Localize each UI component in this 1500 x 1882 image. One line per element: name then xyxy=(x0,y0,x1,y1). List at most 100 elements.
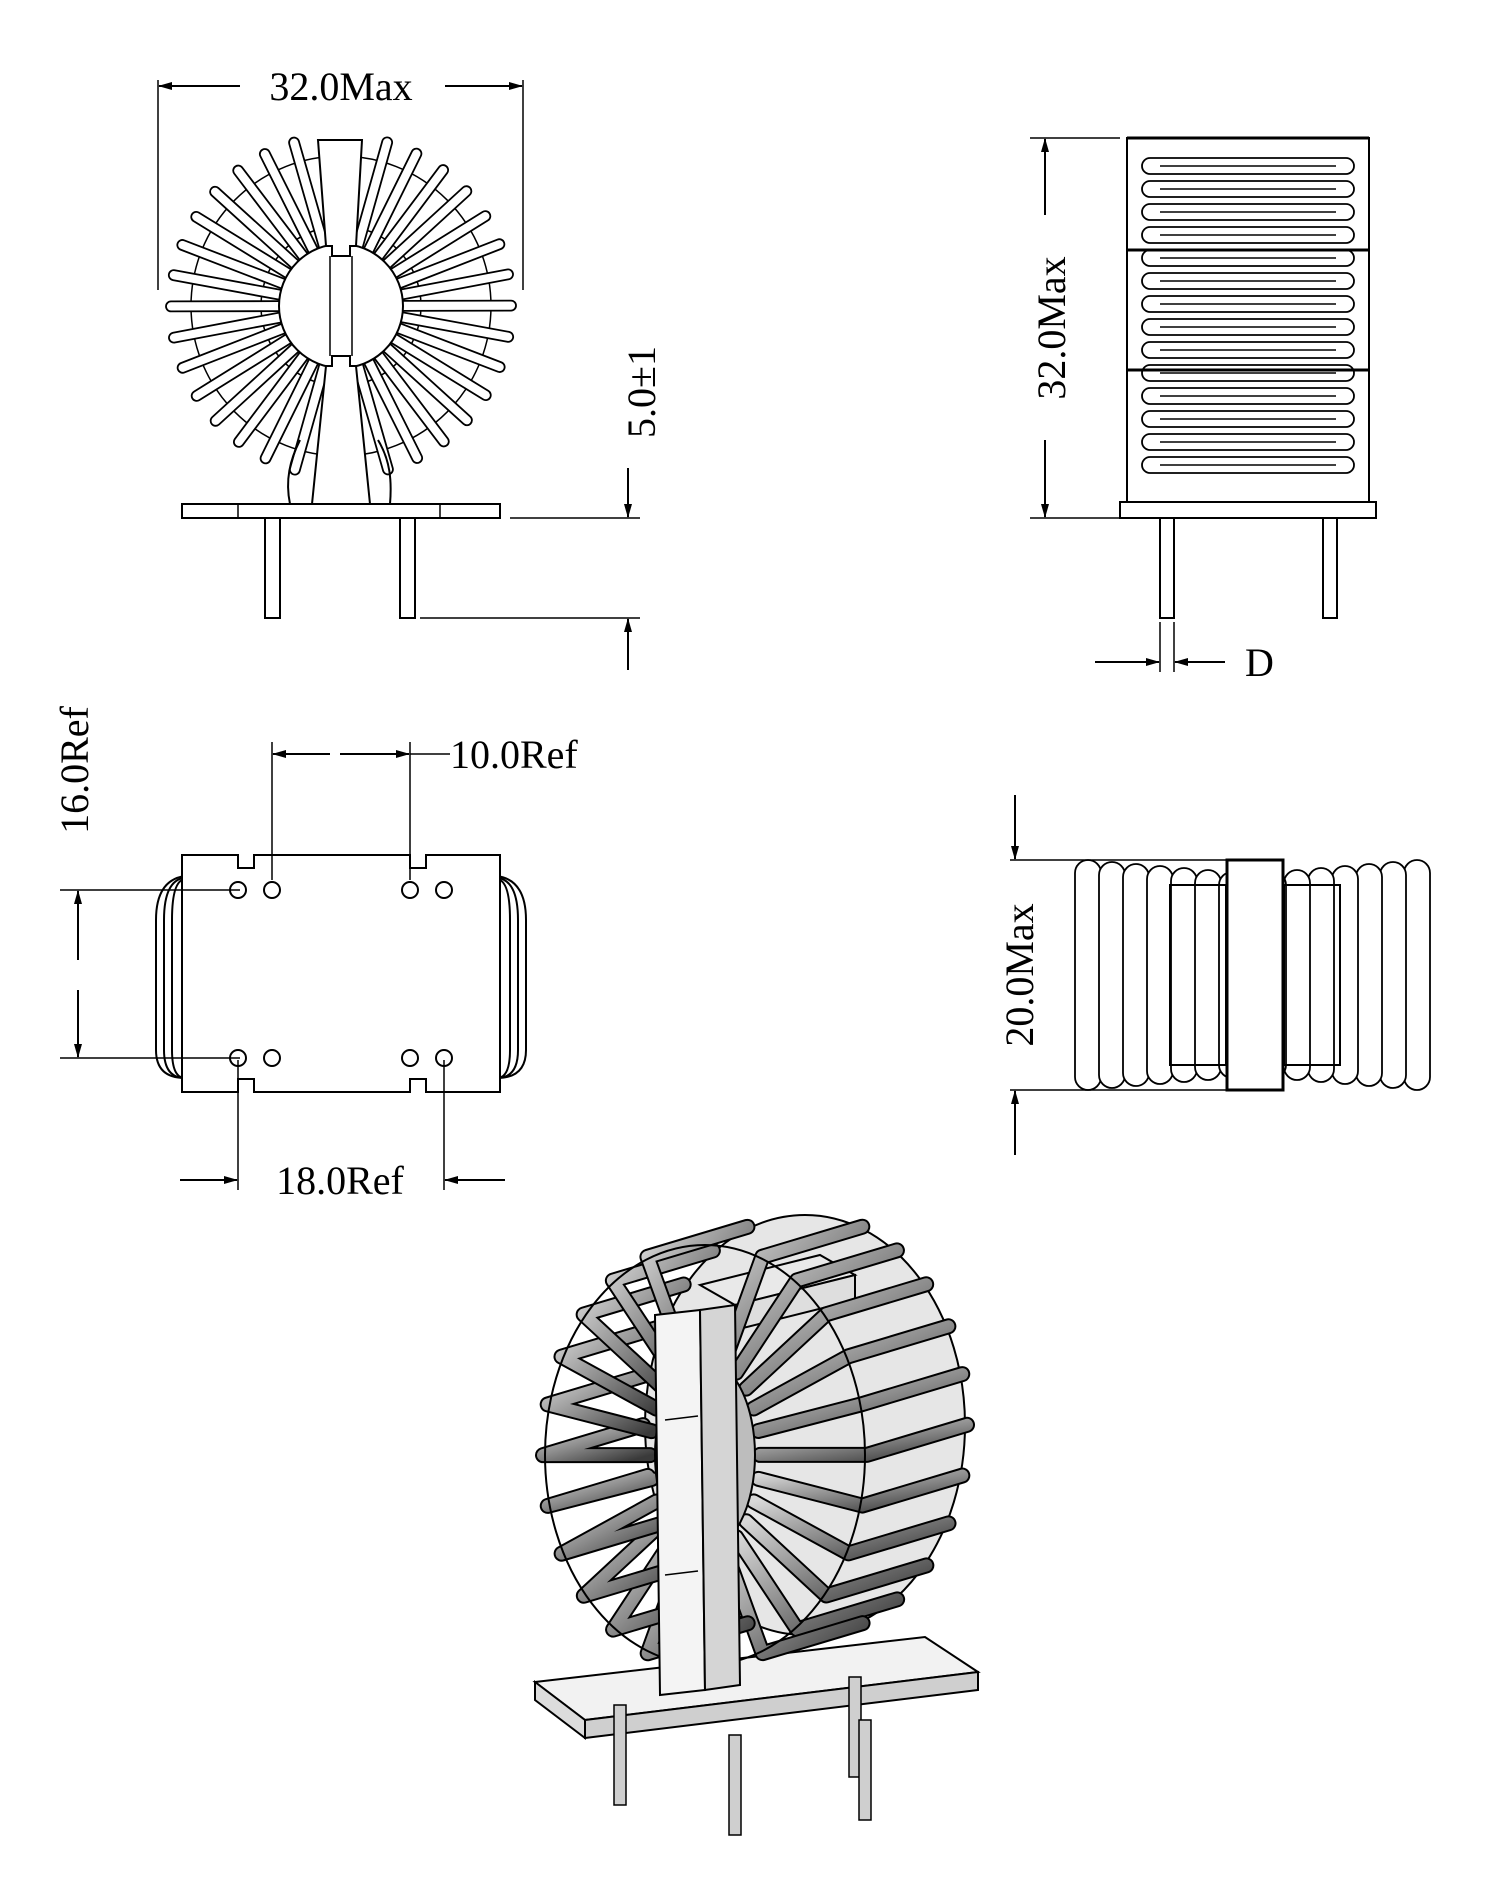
bottom-pin-hole xyxy=(435,881,453,899)
bottom-wire-loop-right xyxy=(496,876,519,1079)
bottom-wire-loop-left xyxy=(163,876,186,1079)
front-wire-turn xyxy=(190,211,292,279)
front-wire-turn xyxy=(396,238,506,289)
iso-wire-turn xyxy=(541,1469,658,1512)
outer-pitch-dim: 18.0Ref xyxy=(276,1158,404,1203)
front-wire-turn xyxy=(382,185,473,269)
iso-wire-turn xyxy=(555,1495,668,1560)
iso-wire-turn xyxy=(606,1244,719,1379)
front-winding xyxy=(165,136,517,476)
front-wire-turn xyxy=(209,343,300,427)
top-wire-turn-right xyxy=(1307,867,1335,1083)
side-pin-right xyxy=(1322,517,1338,619)
iso-wire-turn xyxy=(740,1278,933,1395)
top-wire-turn-left xyxy=(1098,861,1126,1089)
front-wire-turn xyxy=(363,147,423,254)
top-view: 20.0Max xyxy=(997,795,1431,1155)
front-wire-turn xyxy=(352,136,394,248)
bottom-pin-hole xyxy=(263,1049,281,1067)
iso-winding xyxy=(535,1218,975,1662)
front-wire-turn xyxy=(400,311,515,343)
iso-wire-turn xyxy=(752,1469,969,1512)
top-wire-turn-right xyxy=(1283,869,1311,1081)
top-divider xyxy=(1225,858,1285,1092)
front-wire-turn xyxy=(167,269,282,301)
front-wire-turn xyxy=(190,333,292,402)
pin-length-dim: 5.0±1 xyxy=(619,346,664,438)
bottom-pin-hole xyxy=(401,1049,419,1067)
front-wire-turn xyxy=(168,311,282,344)
isometric-view xyxy=(532,1214,981,1836)
iso-pin xyxy=(728,1734,742,1836)
front-wire-turn xyxy=(233,352,309,448)
iso-pin xyxy=(613,1704,627,1806)
front-view: 32.0Max 5.0±1 xyxy=(157,64,664,670)
iso-wire-turn xyxy=(747,1495,955,1560)
iso-wire-turn xyxy=(730,1244,903,1379)
bottom-pin-hole xyxy=(263,881,281,899)
top-wire-turn-left xyxy=(1194,869,1222,1081)
front-base-plate xyxy=(181,503,501,519)
iso-wire-turn xyxy=(740,1515,933,1602)
top-wire-turn-left xyxy=(1170,867,1198,1083)
front-pin-left xyxy=(264,517,281,619)
iso-wire-turn xyxy=(718,1220,869,1368)
bottom-wire-loop-right xyxy=(496,878,511,1079)
bottom-wire-loop-left xyxy=(155,875,186,1079)
iso-wire-turn xyxy=(577,1278,690,1395)
front-width-dim: 32.0Max xyxy=(269,64,412,109)
iso-pin xyxy=(858,1719,872,1821)
front-wire-turn xyxy=(259,358,319,465)
iso-divider xyxy=(653,1308,707,1697)
iso-wire-turn xyxy=(577,1515,690,1602)
front-wire-turn xyxy=(165,300,280,313)
top-wire-turn-left xyxy=(1074,859,1102,1091)
front-pin-right xyxy=(399,517,416,619)
bottom-view: 16.0Ref 10.0Ref 18.0Ref xyxy=(52,705,578,1203)
top-wire-turn-right xyxy=(1379,861,1407,1089)
top-wire-turn-left xyxy=(1122,863,1150,1087)
bottom-wire-loop-left xyxy=(171,878,186,1079)
iso-wire-turn xyxy=(754,1418,973,1461)
iso-wire-turn xyxy=(555,1320,668,1415)
top-wire-turn-right xyxy=(1403,859,1431,1091)
side-pin-left xyxy=(1159,517,1175,619)
front-wire-turn xyxy=(390,333,492,401)
front-core-hole xyxy=(278,243,404,369)
front-wire-turn xyxy=(373,351,450,448)
front-wire-turn xyxy=(373,164,449,260)
side-height-dim: 32.0Max xyxy=(1029,256,1074,399)
top-wire-turn-right xyxy=(1355,863,1383,1087)
iso-wire-turn xyxy=(537,1419,656,1462)
front-wire-turn xyxy=(363,358,424,464)
iso-pins xyxy=(613,1676,872,1836)
front-wire-turn xyxy=(232,164,309,261)
bottom-base-plate xyxy=(181,854,501,1093)
front-wire-turn xyxy=(390,210,492,279)
iso-wire-turn xyxy=(747,1320,955,1415)
bottom-pin-hole xyxy=(401,881,419,899)
iso-wire-turn xyxy=(752,1368,969,1437)
front-divider xyxy=(316,139,364,257)
front-wire-turn xyxy=(382,343,473,427)
bottom-wire-loop-right xyxy=(496,875,527,1079)
front-wire-turn xyxy=(288,136,330,249)
front-wire-turn xyxy=(402,299,517,312)
front-wire-turn xyxy=(176,239,286,290)
top-wire-turn-right xyxy=(1331,865,1359,1085)
top-depth-dim: 20.0Max xyxy=(997,903,1042,1046)
side-view: 32.0Max D xyxy=(1029,136,1377,685)
side-winding xyxy=(1127,157,1369,474)
iso-wire-turn xyxy=(730,1531,904,1636)
front-wire-turn xyxy=(258,148,319,254)
front-wire-turn xyxy=(396,322,506,373)
row-spacing-dim: 16.0Ref xyxy=(52,705,97,833)
front-wire-turn xyxy=(400,268,514,301)
front-wire-turn xyxy=(176,323,286,374)
inner-pitch-dim: 10.0Ref xyxy=(450,732,578,777)
front-wire-turn xyxy=(209,185,300,269)
bottom-wire-loops xyxy=(155,875,527,1079)
pin-diameter-dim: D xyxy=(1245,640,1274,685)
front-divider-lower xyxy=(310,355,372,505)
